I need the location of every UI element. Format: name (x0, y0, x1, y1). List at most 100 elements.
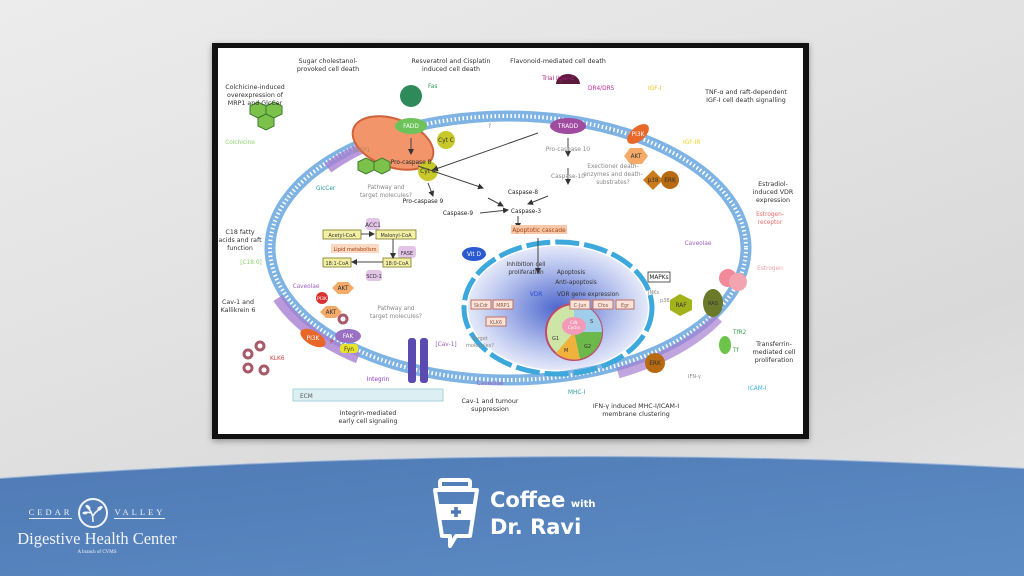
label-caspase-3: Caspase-3 (511, 209, 542, 215)
heading-colchicine-1: Colchicine-induced (225, 84, 285, 91)
label-pathway-lower-2: target molecules? (370, 314, 422, 320)
label-executioner-2: enzymes and death- (583, 172, 642, 178)
heading-transferrin-1: Transferrin- (755, 341, 792, 348)
label-p38: p38 (647, 178, 658, 184)
heading-resveratrol-1: Resveratrol and Cisplatin (412, 58, 491, 65)
heading-ifn-2: membrane clustering (602, 411, 670, 418)
label-erk: ERK (664, 178, 676, 184)
label-caveolae-left: Caveolae (293, 284, 320, 290)
label-akt-lower: AKT (326, 310, 337, 316)
label-ifn-gamma: IFN-γ (688, 374, 701, 380)
fas-receptor-icon (400, 85, 422, 107)
podcast-logo: Coffee with Dr. Ravi (432, 478, 596, 550)
cedar-valley-logo: CEDAR VALLEY Digestive Health Center A b… (14, 498, 180, 555)
label-acc1: ACC1 (365, 223, 381, 229)
heading-c18-1: C18 fatty (225, 229, 254, 236)
label-gene-skcdr: SkCdr (474, 303, 488, 309)
label-caveolae-bottom: Caveolae (477, 381, 504, 387)
label-acetyl-coa: Acetyl-CoA (328, 233, 356, 239)
label-estrogen: Estrogen (757, 266, 783, 272)
label-vdr-gene: VDR gene expression (557, 292, 619, 298)
podcast-line1: Coffee (490, 488, 566, 512)
heading-cav1-klk-2: Kallikrein 6 (221, 307, 256, 314)
label-icam: ICAM-I (748, 386, 767, 392)
label-anti-apoptosis: Anti-apoptosis (555, 280, 597, 286)
heading-tnf-1: TNF-α and raft-dependent (704, 89, 787, 96)
label-fadd: FADD (403, 124, 419, 130)
label-scd1: SCD-1 (366, 274, 382, 280)
heading-tnf-2: IGF-I cell death signalling (706, 97, 786, 104)
heading-transferrin-3: proliferation (755, 357, 793, 364)
label-question-1: ? (488, 124, 491, 130)
colchicine-molecule-icon (249, 101, 391, 175)
label-p38-small: p38 (660, 298, 670, 304)
label-pro-caspase-8: Pro-caspase 8 (391, 160, 432, 166)
heading-integrin-1: Integrin-mediated (340, 410, 397, 417)
label-ras: RAS (708, 301, 718, 307)
label-mapks: MAPKs (649, 275, 668, 281)
label-18-1-coa: 18:1-CoA (325, 261, 349, 267)
label-target-2: molecules? (466, 343, 494, 349)
label-estrogen-receptor-1: Estrogen- (756, 212, 784, 218)
label-target-1: Target (471, 336, 488, 342)
label-gene-klk6: KLK6 (490, 320, 502, 326)
label-mrp1: MRP1 (354, 148, 371, 154)
brand-cedar: CEDAR (28, 507, 73, 519)
podcast-with: with (570, 499, 596, 510)
label-caspase-9: Caspase-9 (443, 211, 474, 217)
label-pro-caspase-10: Pro-caspase 10 (546, 147, 591, 153)
brand-valley: VALLEY (114, 507, 166, 519)
label-executioner-1: Exectioner death- (587, 164, 638, 170)
heading-estradiol-2: induced VDR (753, 189, 794, 196)
label-vitd: Vit D (467, 252, 482, 258)
label-cytc-1: Cyt C (438, 138, 454, 144)
label-integrin: Integrin (367, 377, 390, 383)
label-pi3k-small: PI3K (317, 296, 328, 302)
label-pathway-lower-1: Pathway and (377, 306, 415, 312)
heading-integrin-2: early cell signaling (339, 418, 398, 425)
label-gene-mrp1: MRP1 (496, 303, 509, 309)
label-trial-ligand: Trial ligand (541, 76, 574, 82)
heading-cav1-klk-1: Cav-1 and (222, 299, 254, 306)
klk6-vesicles (242, 313, 349, 376)
label-estrogen-receptor-2: receptor (758, 220, 783, 226)
label-malonyl-coa: Malonyl-CoA (380, 233, 412, 239)
label-caspase-8: Caspase-8 (508, 190, 539, 196)
label-igf1r: IGF-IR (683, 140, 700, 146)
label-erk-lower: ERK (649, 361, 661, 367)
label-pi3k: PI3K (632, 132, 645, 138)
heading-flavonoid: Flavonoid-mediated cell death (510, 58, 606, 65)
label-tf: Tf (732, 348, 740, 354)
label-gene-cfos: Cfos (598, 303, 609, 309)
coffee-cup-icon (433, 478, 479, 548)
heading-resveratrol-2: induced cell death (422, 66, 480, 73)
figure-frame: Sugar cholestanol- provoked cell death R… (212, 43, 809, 439)
label-inhibition-2: proliferation (508, 270, 544, 276)
heading-sugar-2: provoked cell death (297, 66, 359, 73)
heading-sugar-1: Sugar cholestanol- (299, 58, 358, 65)
label-jnks: JNKs (647, 290, 659, 296)
label-caspase-10: Caspase-10 (551, 174, 585, 180)
label-tradd: TRADD (557, 124, 579, 130)
label-igf1: IGF-I (648, 86, 662, 92)
heading-c18-2: acids and raft (218, 237, 262, 244)
pathway-arrows (351, 132, 571, 274)
lipid-pathway (322, 218, 417, 281)
label-phase-g1: G1 (552, 336, 559, 342)
label-fase: FASE (401, 251, 413, 257)
heading-estradiol-1: Estradiol- (758, 181, 788, 188)
heading-transferrin-2: mediated cell (753, 349, 796, 356)
label-pi3k-lower: PI3K (307, 336, 320, 342)
label-p: P (330, 340, 334, 346)
label-18-0-coa: 18:0-CoA (385, 261, 409, 267)
label-gene-egr: Egr (621, 303, 629, 309)
label-caveolae-right: Caveolae (685, 241, 712, 247)
label-vdr: VDR (530, 292, 542, 298)
heading-estradiol-3: expression (756, 197, 790, 204)
label-colchicine: Colchicine (225, 140, 255, 146)
label-fak: FAK (343, 334, 354, 340)
label-executioner-3: substrates? (596, 180, 630, 186)
label-gene-cjun: C-Jun (574, 303, 587, 309)
label-phase-g2: G2 (584, 344, 591, 350)
